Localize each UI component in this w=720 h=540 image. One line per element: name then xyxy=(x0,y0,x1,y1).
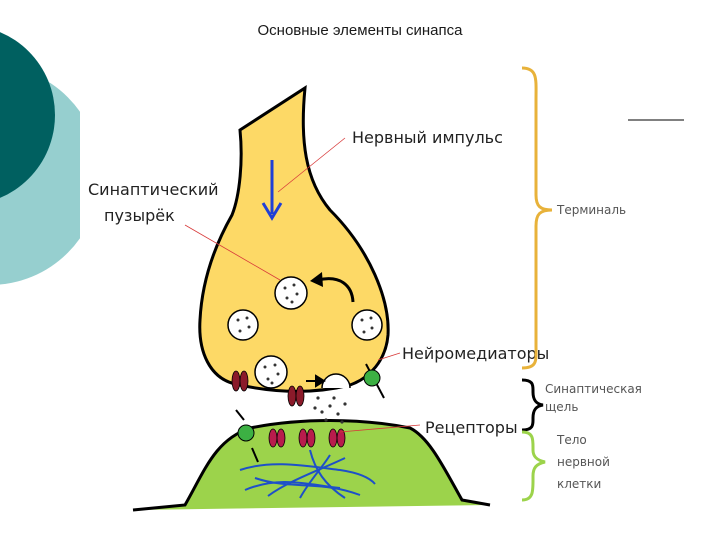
label-cell-body-3: клетки xyxy=(557,477,601,491)
label-cell-body-2: нервной xyxy=(557,455,610,469)
label-terminal: Терминаль xyxy=(556,203,626,217)
deco-dark-circle xyxy=(0,32,55,198)
cell-body-bracket xyxy=(521,430,546,502)
curved-arrow-icon xyxy=(310,272,355,303)
label-synaptic-cleft-1: Синаптическая xyxy=(545,382,642,396)
decorative-circles xyxy=(0,32,80,285)
postsynaptic-receptors xyxy=(268,428,346,448)
vesicle xyxy=(254,355,288,389)
label-synaptic-vesicle-2: пузырёк xyxy=(104,206,175,225)
slide-title: Основные элементы синапса xyxy=(257,22,463,39)
vesicle-releasing xyxy=(321,373,351,389)
vesicle xyxy=(227,309,259,341)
terminal-bracket xyxy=(521,66,553,370)
pointer-lines xyxy=(184,137,421,433)
presynaptic-channels xyxy=(231,370,305,407)
label-nerve-impulse: Нервный импульс xyxy=(352,128,503,147)
synaptic-cleft-bracket xyxy=(521,378,544,432)
label-neurotransmitters: Нейромедиаторы xyxy=(402,344,549,363)
label-receptors: Рецепторы xyxy=(425,418,518,437)
cell-fibers xyxy=(239,449,376,499)
synaptic-vesicles xyxy=(227,276,383,389)
vesicle xyxy=(351,309,383,341)
postsynaptic-transporter xyxy=(237,424,255,442)
vesicle xyxy=(274,276,308,310)
label-synaptic-vesicle-1: Синаптический xyxy=(88,180,219,199)
neurotransmitter-particles xyxy=(313,396,347,424)
postsynaptic-cell xyxy=(132,419,491,512)
label-cell-body-1: Тело xyxy=(556,433,587,447)
presynaptic-transporter xyxy=(363,369,381,387)
label-synaptic-cleft-2: щель xyxy=(545,400,578,414)
down-arrow-icon xyxy=(261,160,283,221)
